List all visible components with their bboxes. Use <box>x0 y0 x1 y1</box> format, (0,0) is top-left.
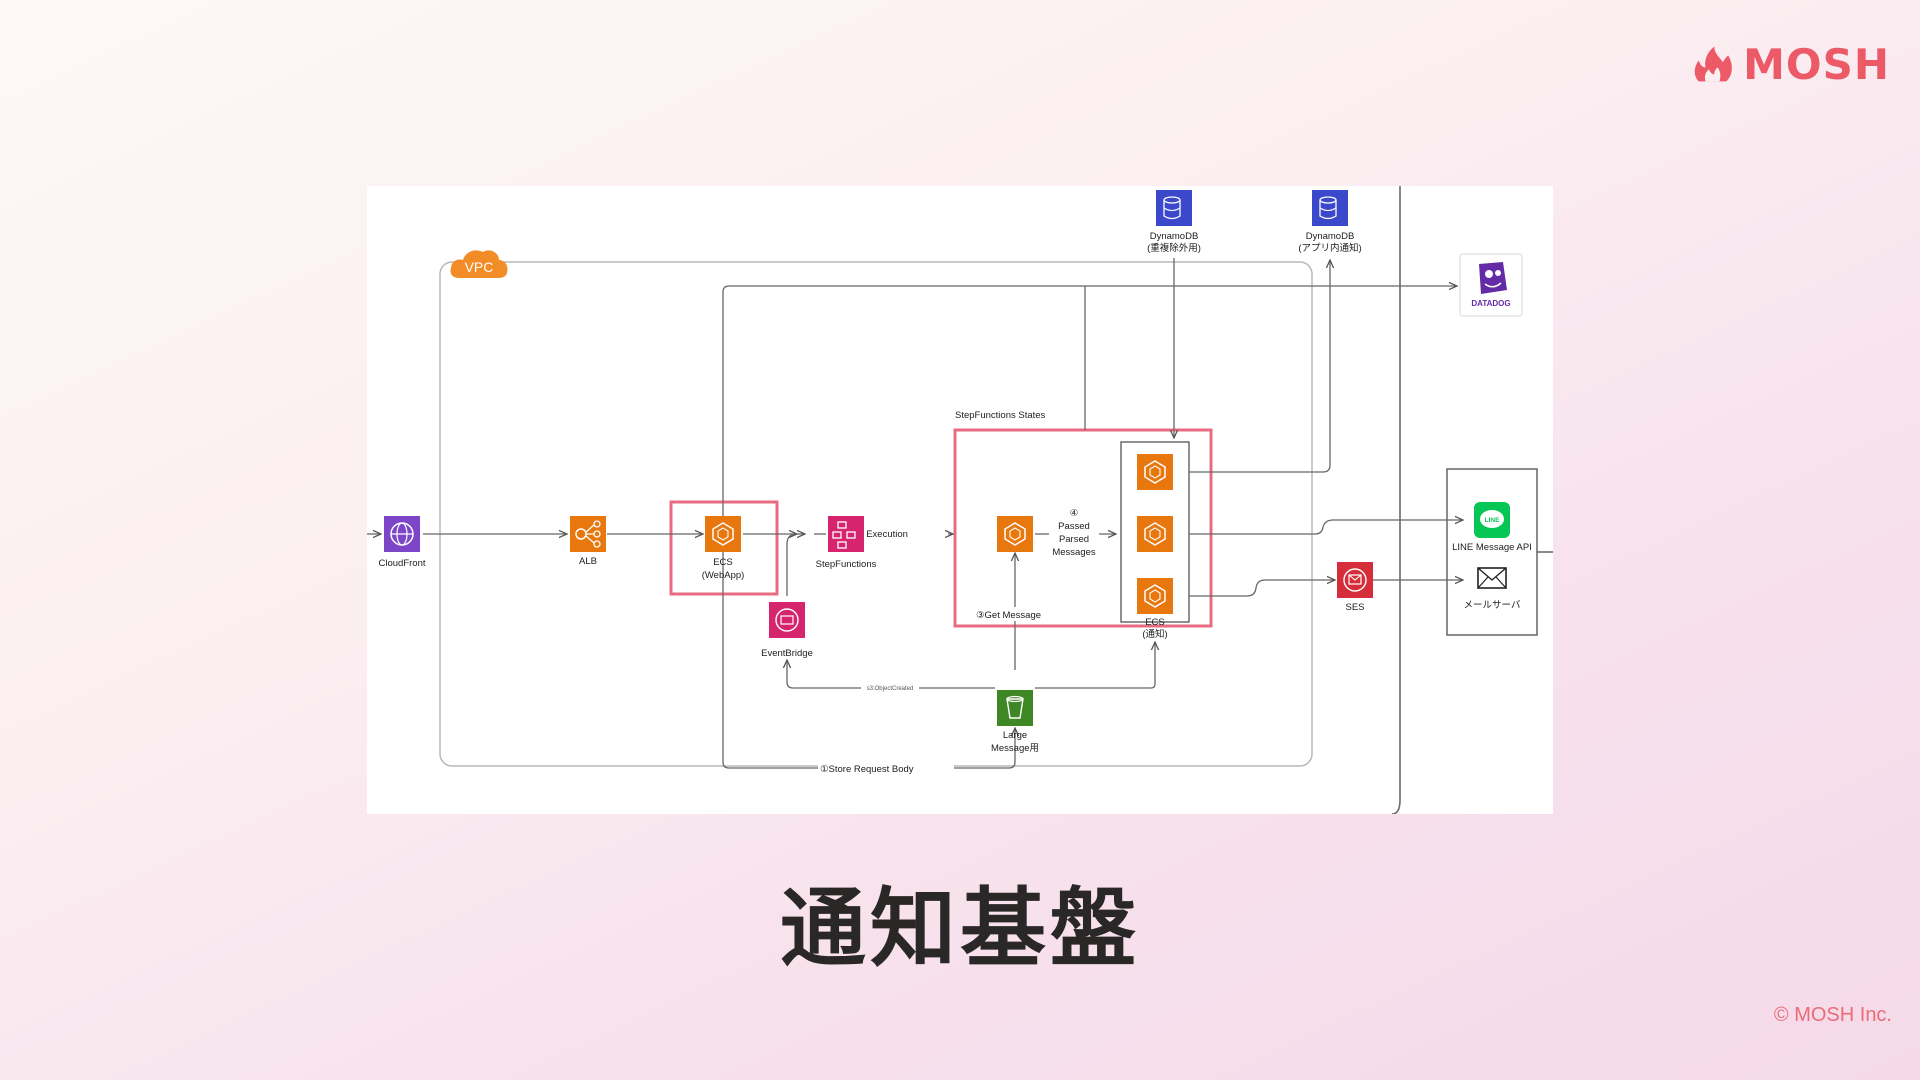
dynamodb-dedupe-node: DynamoDB (重複除外用) <box>1147 190 1201 254</box>
brand-name: MOSH <box>1743 39 1890 89</box>
ecs-notify-group <box>1120 441 1190 623</box>
edge-passed-index: ④ <box>1070 508 1079 519</box>
dynamodb-inapp-node: DynamoDB (アプリ内通知) <box>1298 190 1362 254</box>
mail-server-node: メールサーバ <box>1464 567 1521 611</box>
ecs-webapp-highlight <box>669 500 779 596</box>
line-badge-text: LINE <box>1485 517 1500 524</box>
ecs-notify-node-3: ECS (通知) <box>1137 578 1173 640</box>
datadog-label: DATADOG <box>1471 299 1510 308</box>
edge-get-message-label: ③Get Message <box>976 610 1041 621</box>
ecs-notify-label-line2: (通知) <box>1142 628 1167 640</box>
architecture-diagram: VPC StepFunctions States <box>367 186 1553 814</box>
stepfunctions-states-group <box>953 428 1213 628</box>
mail-envelope-icon <box>1477 567 1507 589</box>
eventbridge-node: EventBridge <box>761 602 813 659</box>
edge-passed-line2: Parsed <box>1059 534 1089 545</box>
dynamodb-inapp-label-line2: (アプリ内通知) <box>1298 242 1361 254</box>
ecs-parse-node <box>997 516 1033 552</box>
s3-label-line1: Large <box>1003 730 1027 741</box>
s3-node: Large Message用 <box>991 690 1039 754</box>
datadog-node: DATADOG <box>1459 253 1523 317</box>
eventbridge-label: EventBridge <box>761 648 813 659</box>
ses-node: SES <box>1337 562 1373 613</box>
mail-server-label: メールサーバ <box>1464 600 1521 611</box>
edge-start-execution-label: ②Start Execution <box>835 529 908 540</box>
line-api-label: LINE Message API <box>1452 542 1532 553</box>
ses-label: SES <box>1345 602 1364 613</box>
ecs-parse-icon <box>997 516 1033 552</box>
ecs-notify-icon-1 <box>1137 454 1173 490</box>
flame-icon <box>1694 46 1732 82</box>
ecs-webapp-node: ECS (WebApp) <box>702 516 745 581</box>
ecs-notify-node-1 <box>1137 454 1173 490</box>
ecs-webapp-icon <box>705 516 741 552</box>
vpc-label: VPC <box>465 259 494 275</box>
dynamodb-dedupe-label-line1: DynamoDB <box>1150 231 1199 242</box>
dynamodb-inapp-icon <box>1312 190 1348 226</box>
s3-label-line2: Message用 <box>991 743 1039 754</box>
datadog-dog-icon <box>1479 262 1507 294</box>
ecs-webapp-label-line2: (WebApp) <box>702 570 745 581</box>
slide-title: 通知基盤 <box>780 879 1140 979</box>
vpc-badge: VPC <box>450 250 508 278</box>
brand-logo: MOSH <box>1690 36 1890 92</box>
ecs-notify-icon-2 <box>1137 516 1173 552</box>
alb-node: ALB <box>570 516 606 567</box>
line-api-node: LINE LINE Message API <box>1452 502 1532 553</box>
edge-object-created-label: s3:ObjectCreated <box>867 686 914 692</box>
cloudfront-label: CloudFront <box>379 558 426 569</box>
edge-passed-line3: Messages <box>1052 547 1096 558</box>
dynamodb-dedupe-label-line2: (重複除外用) <box>1147 242 1201 254</box>
stepfunctions-states-label: StepFunctions States <box>955 410 1046 421</box>
ecs-webapp-label-line1: ECS <box>713 557 733 568</box>
s3-bucket-icon <box>997 690 1033 726</box>
ecs-notify-label-line1: ECS <box>1145 617 1165 628</box>
cloudfront-node: CloudFront <box>379 516 426 569</box>
ecs-notify-node-2 <box>1137 516 1173 552</box>
stepfunctions-label: StepFunctions <box>816 559 877 570</box>
dynamodb-dedupe-icon <box>1156 190 1192 226</box>
ecs-notify-icon-3 <box>1137 578 1173 614</box>
external-boundary <box>1391 186 1401 814</box>
eventbridge-icon <box>769 602 805 638</box>
edge-passed-line1: Passed <box>1058 521 1090 532</box>
alb-label: ALB <box>579 556 597 567</box>
copyright-text: © MOSH Inc. <box>1773 1004 1892 1026</box>
dynamodb-inapp-label-line1: DynamoDB <box>1306 231 1355 242</box>
edge-store-request-label: ①Store Request Body <box>820 764 914 775</box>
stepfunctions-node: StepFunctions <box>816 516 877 570</box>
